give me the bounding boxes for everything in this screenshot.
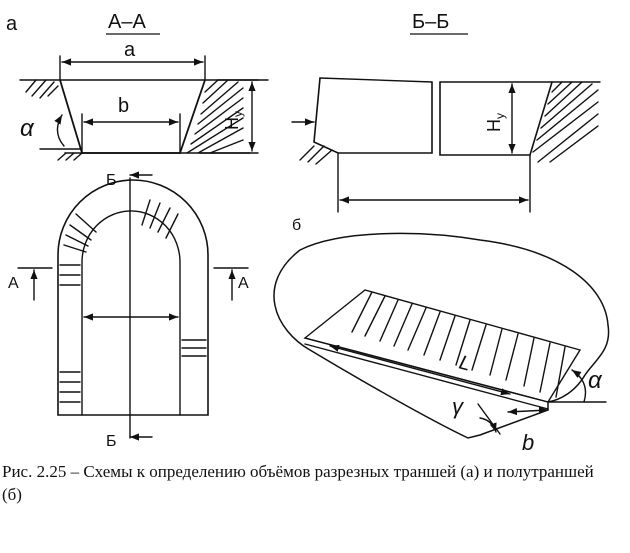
cut-a-label-left: А [8, 275, 19, 292]
cut-a-label-right: А [238, 275, 249, 292]
dim-a-label: а [124, 39, 136, 61]
figure-caption: Рис. 2.25 – Схемы к определению объёмов … [2, 462, 594, 504]
trench-plan-drawing [17, 171, 249, 441]
dim-b-label: b [118, 95, 129, 117]
section-bb-drawing [291, 77, 601, 213]
half-trench-drawing [273, 232, 610, 439]
section-bb-label: Б–Б [412, 11, 449, 33]
gamma-label: γ [452, 394, 465, 419]
section-aa-label: А–А [108, 11, 146, 33]
depth-label-aa: Ну [222, 111, 245, 130]
alpha-label-aa: α [20, 115, 35, 142]
panel-a-label: а [6, 13, 18, 35]
cut-b-label-bottom: Б [106, 433, 117, 450]
depth-label-bb: Ну [484, 113, 507, 132]
section-aa-drawing [19, 55, 269, 161]
width-b-label: b [522, 430, 534, 455]
length-label: L [457, 352, 473, 376]
trench-schemes-figure: а б А–А Б–Б а b Ну Ну α Б Б А А L α γ b [6, 11, 610, 455]
cut-b-label-top: Б [106, 172, 117, 189]
panel-b-label: б [292, 217, 301, 234]
alpha-label-plan: α [588, 367, 603, 394]
